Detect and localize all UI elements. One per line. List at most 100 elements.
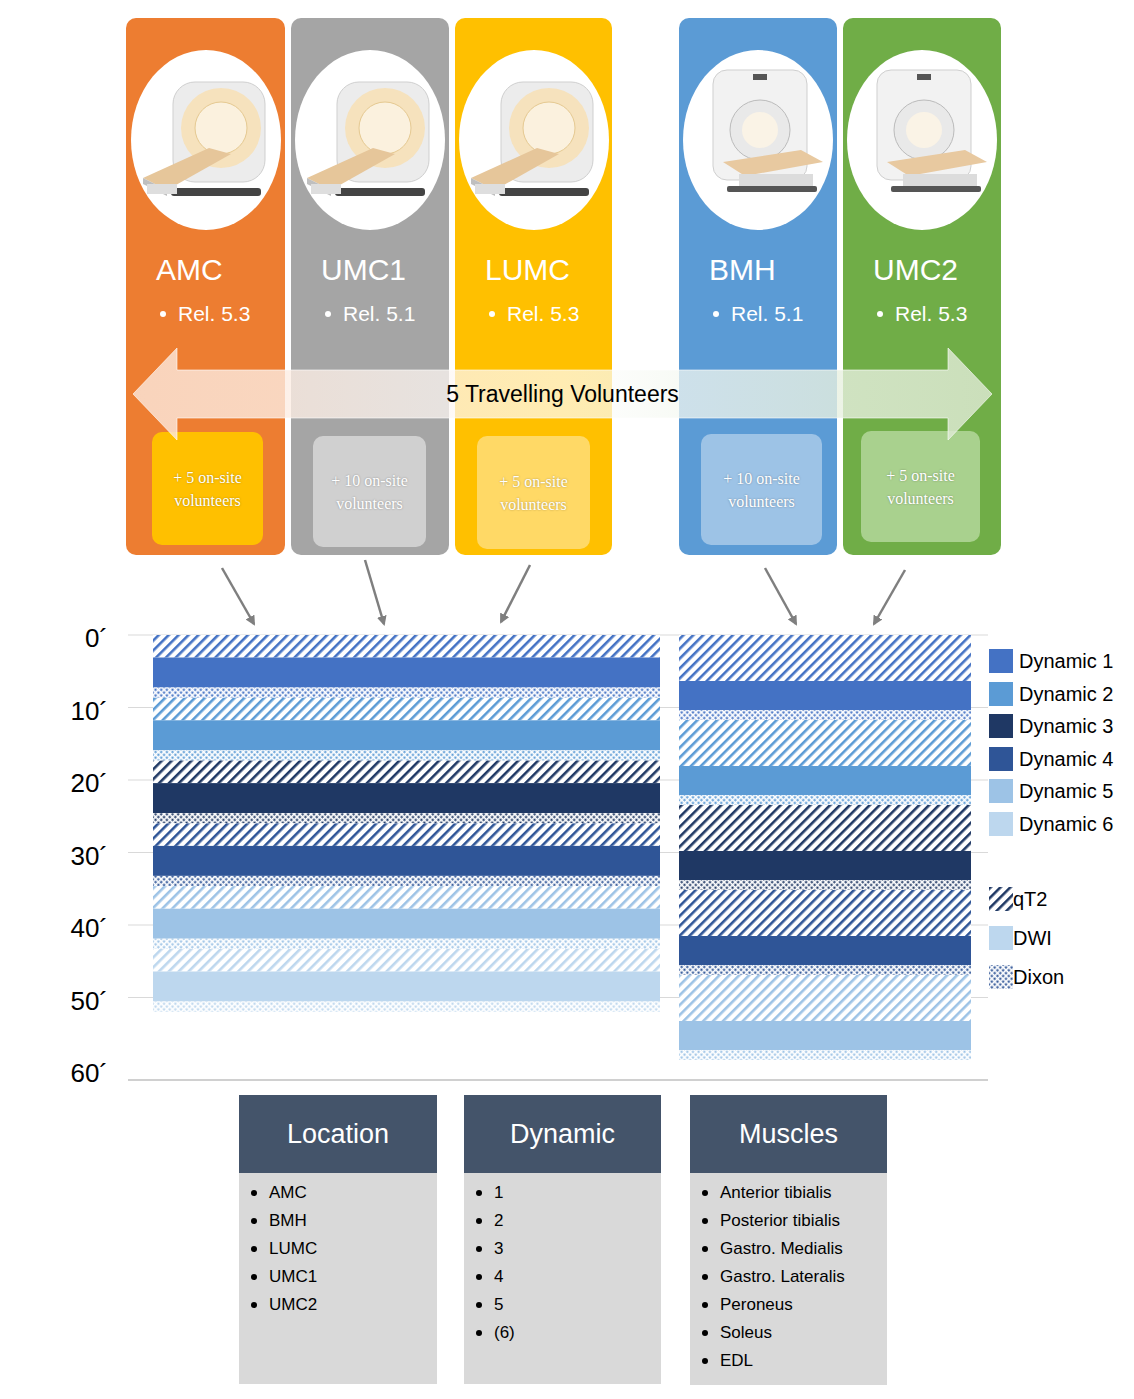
- volunteer-text: + 5 on-site volunteers: [867, 464, 974, 510]
- list-row: LUMC: [251, 1235, 431, 1263]
- list-item: 4: [494, 1267, 503, 1287]
- list-row: EDL: [702, 1347, 881, 1375]
- list-item: LUMC: [269, 1239, 317, 1259]
- table-header: Dynamic: [464, 1095, 661, 1173]
- list-row: Peroneus: [702, 1291, 881, 1319]
- dixon-segment: [153, 1002, 660, 1012]
- mri-scanner-picture: [847, 50, 997, 230]
- table-title: Location: [287, 1119, 389, 1150]
- site-column: UMC2Rel. 5.3 + 5 on-site volunteers: [843, 18, 1001, 555]
- double-arrow-band: 5 Travelling Volunteers: [133, 348, 992, 440]
- site-name: LUMC: [485, 252, 612, 288]
- dixon-segment: [679, 1050, 971, 1060]
- dynamic-segment: [153, 658, 660, 688]
- bullet-dot: [476, 1190, 482, 1196]
- axis-label-holder: 0´: [20, 622, 108, 654]
- legend-row: Dynamic 3: [1019, 711, 1113, 741]
- dynamic-segment: [679, 681, 971, 710]
- pointer-arrow: [874, 570, 905, 624]
- legend-row: Dynamic 5: [1019, 776, 1113, 806]
- dixon-segment: [679, 965, 971, 975]
- qt2-segment: [679, 975, 971, 1021]
- site-name: UMC2: [873, 252, 1001, 288]
- bullet-dot: [702, 1274, 708, 1280]
- table-header: Muscles: [690, 1095, 887, 1173]
- pointer-arrow: [365, 560, 384, 624]
- list-item: BMH: [269, 1211, 307, 1231]
- legend-pattern-swatch: [989, 887, 1013, 911]
- legend-swatch: [989, 812, 1013, 836]
- legend-label: Dynamic 6: [1019, 813, 1113, 836]
- legend-label: Dynamic 4: [1019, 748, 1113, 771]
- bullet-dot: [476, 1246, 482, 1252]
- list-row: Anterior tibialis: [702, 1179, 881, 1207]
- legend-label: Dynamic 3: [1019, 715, 1113, 738]
- bullet-dot: [713, 311, 719, 317]
- legend-label: Dynamic 5: [1019, 780, 1113, 803]
- legend-label: Dynamic 1: [1019, 650, 1113, 673]
- list-item: UMC1: [269, 1267, 317, 1287]
- release-row: Rel. 5.3: [877, 302, 1001, 326]
- bullet-dot: [702, 1358, 708, 1364]
- dynamic-segment: [679, 1021, 971, 1050]
- release-row: Rel. 5.3: [160, 302, 285, 326]
- list-row: Gastro. Lateralis: [702, 1263, 881, 1291]
- legend-row: Dynamic 4: [1019, 744, 1113, 774]
- bullet-dot: [476, 1302, 482, 1308]
- list-item: Posterior tibialis: [720, 1211, 840, 1231]
- volunteer-text: + 10 on-site volunteers: [707, 467, 816, 513]
- bullet-dot: [702, 1190, 708, 1196]
- axis-label: 60´: [70, 1058, 108, 1089]
- dynamic-segment: [153, 783, 660, 813]
- qt2-segment: [153, 823, 660, 846]
- legend-swatch: [989, 682, 1013, 706]
- list-item: AMC: [269, 1183, 307, 1203]
- list-row: Soleus: [702, 1319, 881, 1347]
- dixon-segment: [153, 750, 660, 760]
- legend-row: qT2: [1013, 884, 1047, 914]
- list-row: Posterior tibialis: [702, 1207, 881, 1235]
- dixon-segment: [153, 688, 660, 698]
- dynamic-segment: [153, 846, 660, 876]
- bullet-dot: [702, 1302, 708, 1308]
- site-column: UMC1Rel. 5.1+ 10 on-site volunteers: [291, 18, 449, 555]
- table-body: AMCBMHLUMCUMC1UMC2: [239, 1173, 437, 1384]
- bullet-dot: [702, 1246, 708, 1252]
- dixon-segment: [679, 880, 971, 890]
- list-row: 2: [476, 1207, 655, 1235]
- table-body: 12345(6): [464, 1173, 661, 1384]
- dixon-segment: [153, 813, 660, 823]
- table-title: Muscles: [739, 1119, 838, 1150]
- list-row: UMC1: [251, 1263, 431, 1291]
- bullet-dot: [476, 1274, 482, 1280]
- list-row: (6): [476, 1319, 655, 1347]
- axis-label: 20´: [70, 768, 108, 799]
- legend-swatch: [989, 926, 1013, 950]
- list-item: (6): [494, 1323, 515, 1343]
- dixon-segment: [153, 876, 660, 886]
- list-item: Anterior tibialis: [720, 1183, 832, 1203]
- dixon-segment: [153, 939, 660, 949]
- table-title: Dynamic: [510, 1119, 615, 1150]
- dynamic-segment: [153, 909, 660, 939]
- pointer-arrow: [765, 568, 796, 624]
- axis-label: 50´: [70, 986, 108, 1017]
- bullet-dot: [251, 1218, 257, 1224]
- pointer-arrow: [222, 568, 254, 624]
- list-row: AMC: [251, 1179, 431, 1207]
- mri-scanner-picture: [459, 50, 609, 230]
- legend-swatch: [989, 649, 1013, 673]
- release-text: Rel. 5.1: [343, 302, 415, 326]
- dynamic-segment: [679, 936, 971, 965]
- legend-label: Dynamic 2: [1019, 683, 1113, 706]
- qt2-segment: [153, 886, 660, 909]
- mri-scanner-picture: [295, 50, 445, 230]
- volunteer-text: + 5 on-site volunteers: [158, 466, 257, 512]
- legend-row: Dixon: [1013, 962, 1064, 992]
- list-item: 5: [494, 1295, 503, 1315]
- dixon-segment: [679, 710, 971, 720]
- list-item: 3: [494, 1239, 503, 1259]
- volunteer-box: + 5 on-site volunteers: [152, 432, 263, 545]
- qt2-segment: [153, 698, 660, 721]
- list-item: Soleus: [720, 1323, 772, 1343]
